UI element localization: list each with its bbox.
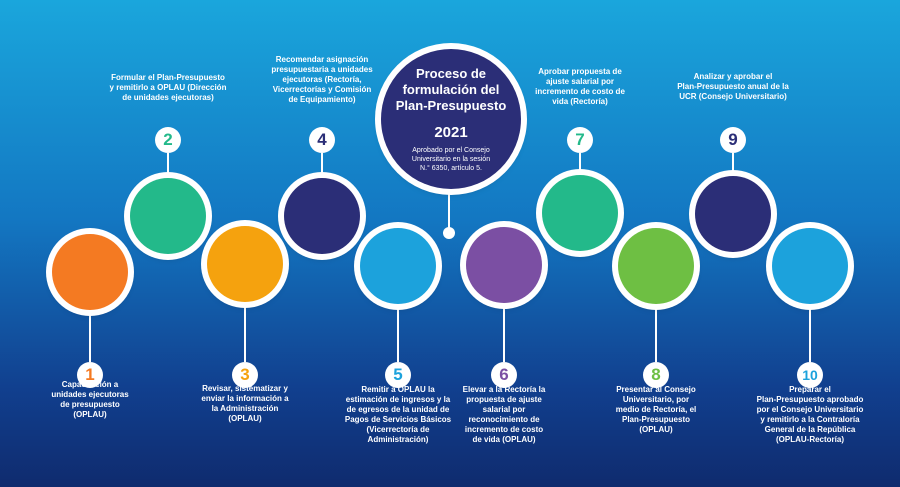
step-2-connector: [167, 153, 169, 178]
step-6-connector: [503, 303, 505, 362]
step-9-number: 9: [720, 127, 746, 153]
step-2-circle: [130, 178, 206, 254]
title-connector-dot: [443, 227, 455, 239]
step-10-circle: [772, 228, 848, 304]
step-3-connector: [244, 302, 246, 362]
step-7-connector: [579, 153, 581, 175]
diagram-title: Proceso de formulación del Plan-Presupue…: [395, 66, 507, 113]
step-7-circle: [542, 175, 618, 251]
step-5-number: 5: [385, 362, 411, 388]
step-8-number: 8: [643, 362, 669, 388]
step-7-number: 7: [567, 127, 593, 153]
step-8-circle: [618, 228, 694, 304]
step-10-number: 10: [797, 362, 823, 388]
diagram-year: 2021: [434, 124, 468, 141]
step-6-circle: [466, 227, 542, 303]
step-1-number: 1: [77, 362, 103, 388]
step-4-connector: [321, 153, 323, 178]
approval-note: Aprobado por el Consejo Universitario en…: [411, 147, 491, 172]
step-3-number: 3: [232, 362, 258, 388]
step-6-number: 6: [491, 362, 517, 388]
step-8-connector: [655, 304, 657, 362]
title-connector-line: [448, 189, 450, 229]
step-1-connector: [89, 310, 91, 362]
title-circle: Proceso de formulación del Plan-Presupue…: [381, 49, 521, 189]
step-3-circle: [207, 226, 283, 302]
step-2-number: 2: [155, 127, 181, 153]
step-4-number: 4: [309, 127, 335, 153]
step-5-circle: [360, 228, 436, 304]
step-5-connector: [397, 304, 399, 362]
step-1-circle: [52, 234, 128, 310]
step-9-circle: [695, 176, 771, 252]
step-4-circle: [284, 178, 360, 254]
step-10-connector: [809, 304, 811, 362]
step-9-connector: [732, 153, 734, 176]
